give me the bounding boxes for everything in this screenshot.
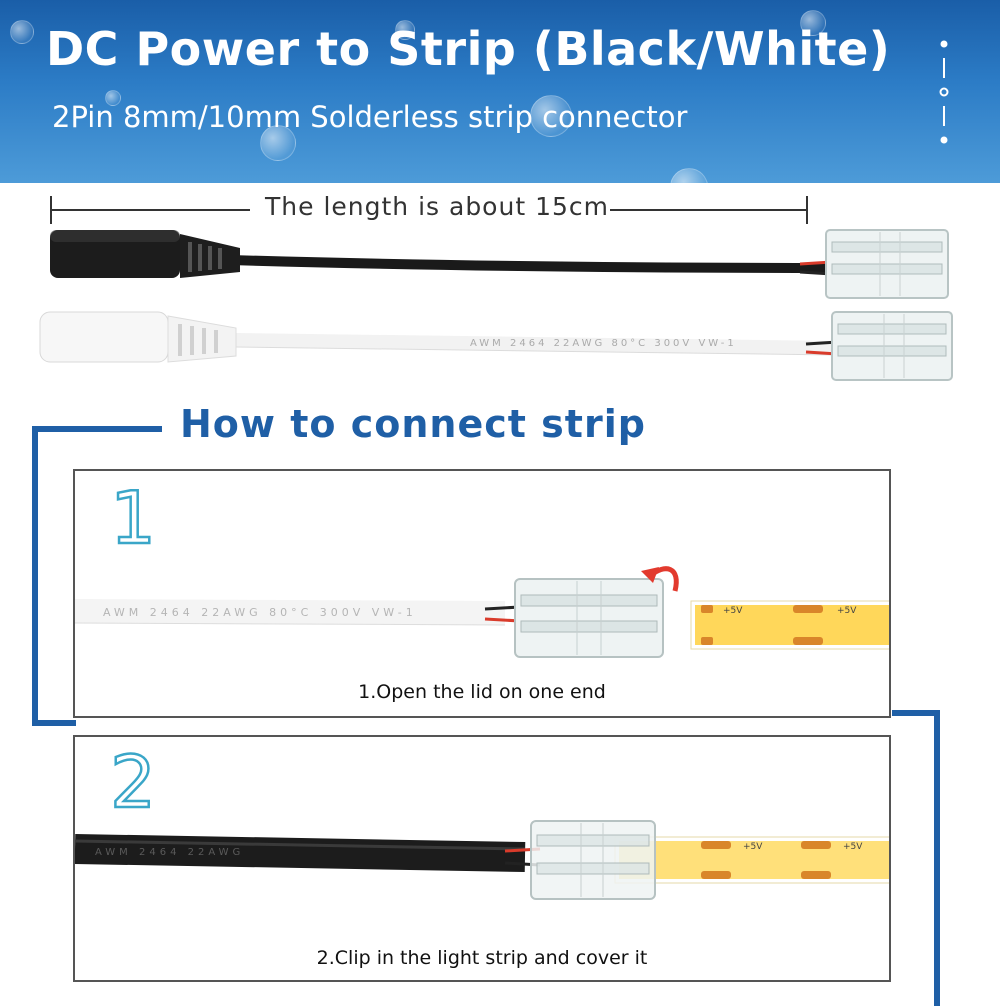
white-dc-cable: AWM 2464 22AWG 80°C 300V VW-1 — [39, 311, 839, 363]
step-2-number: 2 — [109, 747, 157, 817]
step-2-illustration: AWM 2464 22AWG +5V +5V — [75, 820, 889, 900]
step-1-led-strip: +5V +5V — [690, 600, 889, 650]
step-2-caption: 2.Clip in the light strip and cover it — [316, 947, 648, 969]
connector-black — [825, 229, 949, 299]
step-2-led-strip: +5V +5V — [614, 836, 889, 884]
page-title: DC Power to Strip (Black/White) — [46, 22, 891, 76]
section-title: How to connect strip — [180, 402, 646, 446]
length-indicator: The length is about 15cm — [50, 190, 810, 230]
step-2-panel: 2 AWM 2464 22AWG +5V +5V 2.Clip in the l… — [73, 735, 891, 982]
step-1-panel: 1 AWM 2464 22AWG 80°C 300V VW-1 +5V +5V … — [73, 469, 891, 718]
bubble-decoration — [395, 20, 415, 40]
svg-text:1: 1 — [110, 483, 156, 553]
section-bracket-left — [32, 426, 76, 726]
bubble-decoration — [260, 125, 296, 161]
cables-illustration: AWM 2464 22AWG 80°C 300V VW-1 — [39, 229, 953, 381]
step-2-cable-print: AWM 2464 22AWG — [95, 847, 244, 858]
length-label: The length is about 15cm — [265, 192, 609, 221]
section-bracket-right — [892, 710, 940, 1006]
page-subtitle: 2Pin 8mm/10mm Solderless strip connector — [52, 100, 688, 134]
connector-white — [831, 311, 953, 381]
menu-dots-icon — [939, 40, 949, 144]
svg-text:+5V: +5V — [743, 842, 763, 852]
length-line-left — [50, 209, 250, 211]
header-banner: DC Power to Strip (Black/White) 2Pin 8mm… — [0, 0, 1000, 183]
step-1-connector — [514, 578, 664, 658]
bubble-decoration — [670, 168, 708, 183]
white-cable-print: AWM 2464 22AWG 80°C 300V VW-1 — [470, 338, 737, 349]
svg-text:2: 2 — [110, 747, 156, 817]
section-bracket-top — [32, 426, 162, 432]
step-1-cable-print: AWM 2464 22AWG 80°C 300V VW-1 — [103, 606, 417, 619]
bubble-decoration — [105, 90, 121, 106]
step-1-illustration: AWM 2464 22AWG 80°C 300V VW-1 +5V +5V — [75, 566, 889, 658]
svg-text:+5V: +5V — [723, 606, 743, 616]
step-2-connector — [530, 820, 656, 900]
step-1-caption: 1.Open the lid on one end — [358, 681, 606, 703]
bubble-decoration — [800, 10, 826, 36]
bubble-decoration — [10, 20, 34, 44]
svg-text:+5V: +5V — [837, 606, 857, 616]
svg-text:+5V: +5V — [843, 842, 863, 852]
bubble-decoration — [530, 95, 572, 137]
length-line-right — [610, 209, 808, 211]
step-1-number: 1 — [109, 483, 157, 553]
black-dc-cable — [50, 230, 833, 278]
length-tick-right — [806, 196, 808, 224]
